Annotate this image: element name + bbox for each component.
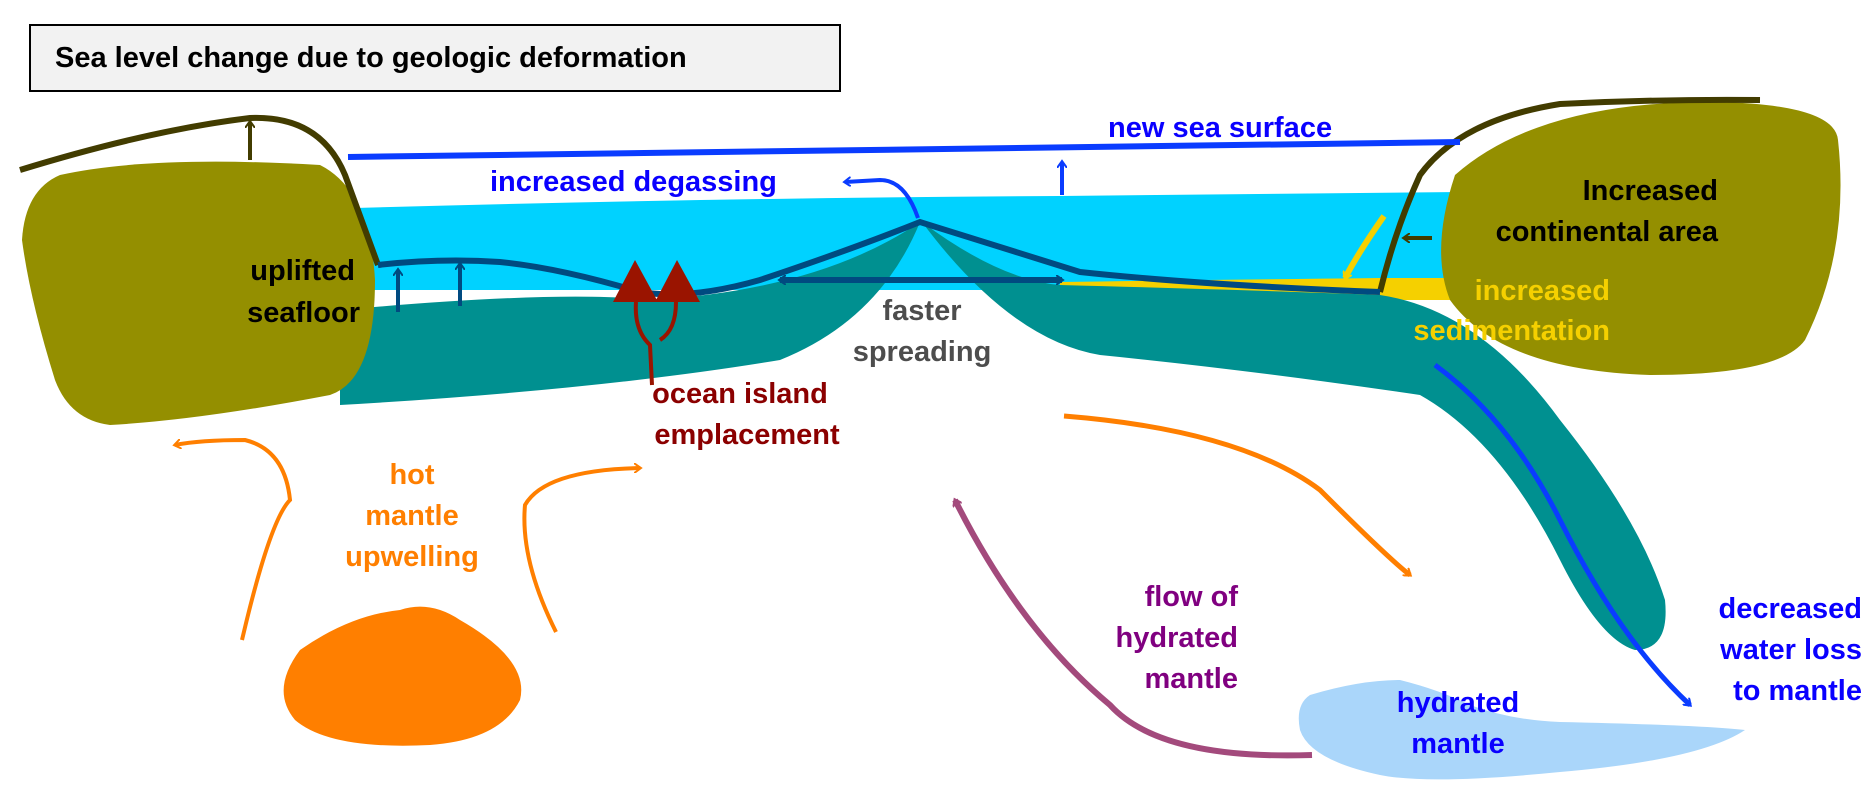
magma-conduit bbox=[633, 301, 678, 386]
label-sedimentation-2: sedimentation bbox=[1413, 315, 1610, 347]
lithosphere-right bbox=[922, 222, 1666, 650]
uplift-outline-left bbox=[19, 114, 381, 267]
label-flow-2: hydrated bbox=[1116, 622, 1238, 654]
upwelling-arrow-left bbox=[175, 437, 293, 641]
label-new-sea-surface: new sea surface bbox=[1108, 112, 1332, 144]
label-hot-3: upwelling bbox=[345, 541, 479, 573]
label-decreased-3: to mantle bbox=[1733, 675, 1862, 707]
label-continental-1: Increased bbox=[1583, 175, 1718, 207]
label-decreased-2: water loss bbox=[1719, 634, 1862, 666]
uplift-outline-right bbox=[1377, 96, 1761, 293]
label-hydrated-2: mantle bbox=[1411, 728, 1504, 760]
label-hot-2: mantle bbox=[365, 500, 458, 532]
sedimentation-arrow bbox=[1342, 214, 1387, 278]
new-sea-surface-line bbox=[347, 139, 1461, 160]
water-loss-arrow bbox=[1433, 362, 1690, 705]
seafloor-line bbox=[377, 218, 1381, 298]
label-decreased-1: decreased bbox=[1719, 593, 1863, 625]
label-faster: faster bbox=[883, 295, 962, 327]
diagram-title: Sea level change due to geologic deforma… bbox=[55, 41, 687, 74]
title-box: Sea level change due to geologic deforma… bbox=[29, 24, 841, 92]
label-hydrated-1: hydrated bbox=[1397, 687, 1519, 719]
label-uplifted-1: uplifted bbox=[250, 255, 355, 287]
volcano-2 bbox=[655, 260, 700, 302]
label-flow-1: flow of bbox=[1145, 581, 1239, 613]
label-ocean-island-1: ocean island bbox=[652, 378, 828, 410]
lithosphere-left bbox=[340, 222, 920, 405]
label-flow-3: mantle bbox=[1145, 663, 1238, 695]
hydrated-mantle-blob bbox=[1298, 680, 1745, 780]
hot-mantle-blob bbox=[283, 606, 522, 746]
label-continental-2: continental area bbox=[1496, 216, 1719, 248]
continent-right bbox=[1441, 101, 1841, 375]
hydrated-flow-arrow bbox=[955, 500, 1313, 759]
continent-left bbox=[22, 161, 375, 425]
label-increased-degassing: increased degassing bbox=[490, 166, 777, 198]
label-ocean-island-2: emplacement bbox=[654, 419, 840, 451]
label-sedimentation-1: increased bbox=[1475, 275, 1610, 307]
volcano-1 bbox=[613, 260, 658, 302]
upwelling-arrow-right bbox=[522, 468, 640, 633]
label-spreading: spreading bbox=[853, 336, 992, 368]
convection-arrow bbox=[1063, 413, 1410, 577]
label-uplifted-2: seafloor bbox=[247, 297, 360, 329]
degassing-arrow bbox=[845, 180, 920, 219]
label-hot-1: hot bbox=[389, 459, 434, 491]
